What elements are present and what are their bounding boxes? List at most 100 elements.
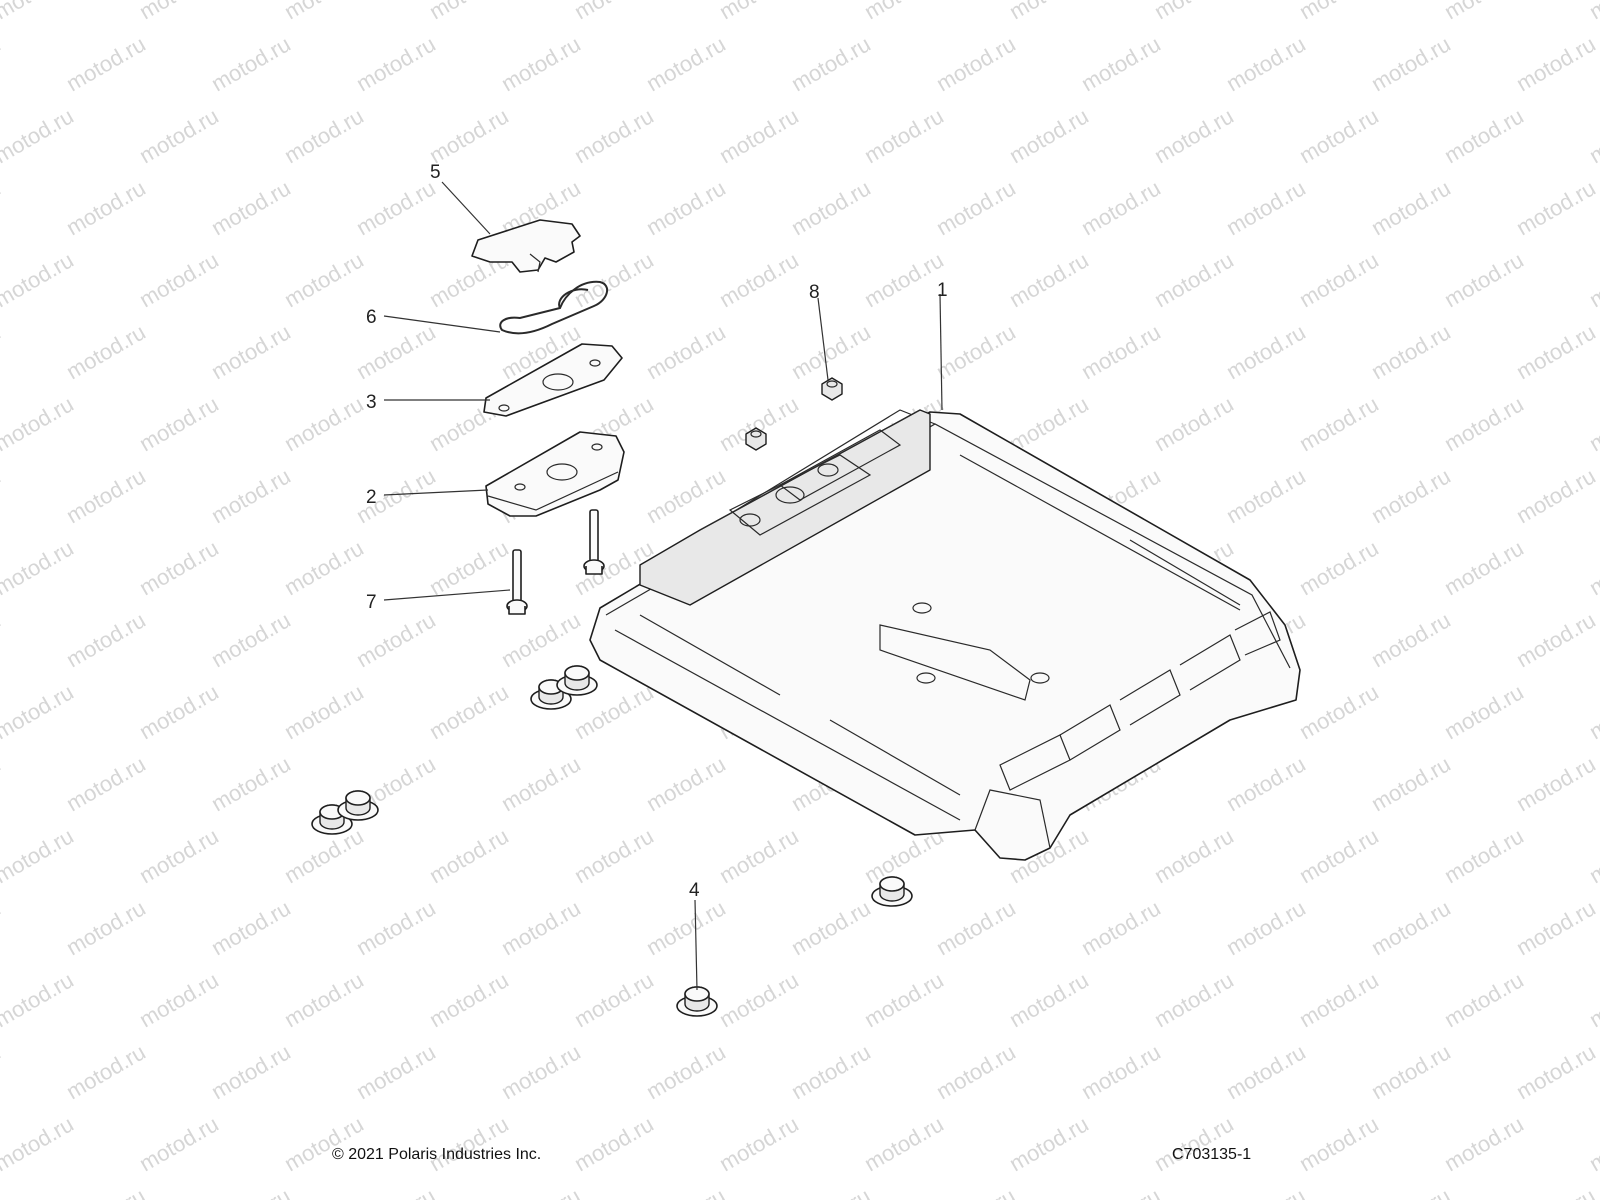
- watermark-text: motod.ru: [0, 895, 5, 960]
- callout-4: 4: [689, 880, 700, 901]
- watermark-text: motod.ru: [1440, 103, 1528, 168]
- watermark-text: motod.ru: [642, 1183, 730, 1200]
- watermark-text: motod.ru: [1222, 31, 1310, 96]
- watermark-text: motod.ru: [1295, 535, 1383, 600]
- watermark-text: motod.ru: [62, 1183, 150, 1200]
- watermark-text: motod.ru: [642, 319, 730, 384]
- watermark-text: motod.ru: [135, 823, 223, 888]
- watermark-text: motod.ru: [1440, 247, 1528, 312]
- watermark-text: motod.ru: [1295, 967, 1383, 1032]
- watermark-text: motod.ru: [207, 751, 295, 816]
- watermark-text: motod.ru: [787, 1183, 875, 1200]
- watermark-text: motod.ru: [787, 1039, 875, 1104]
- watermark-text: motod.ru: [860, 0, 948, 24]
- grommet: [871, 876, 913, 907]
- watermark-text: motod.ru: [497, 607, 585, 672]
- watermark-text: motod.ru: [1222, 895, 1310, 960]
- watermark-text: motod.ru: [135, 103, 223, 168]
- watermark-text: motod.ru: [425, 967, 513, 1032]
- watermark-text: motod.ru: [860, 1111, 948, 1176]
- watermark-text: motod.ru: [135, 1111, 223, 1176]
- watermark-text: motod.ru: [425, 1111, 513, 1176]
- watermark-text: motod.ru: [1295, 247, 1383, 312]
- callout-3: 3: [366, 392, 377, 413]
- watermark-text: motod.ru: [0, 319, 5, 384]
- watermark-text: motod.ru: [1005, 967, 1093, 1032]
- watermark-text: motod.ru: [642, 463, 730, 528]
- watermark-text: motod.ru: [715, 1111, 803, 1176]
- watermark-text: motod.ru: [352, 31, 440, 96]
- watermark-text: motod.ru: [1295, 103, 1383, 168]
- watermark-text: motod.ru: [1585, 823, 1600, 888]
- watermark-text: motod.ru: [352, 895, 440, 960]
- watermark-text: motod.ru: [352, 1183, 440, 1200]
- watermark-text: motod.ru: [135, 0, 223, 24]
- watermark-text: motod.ru: [0, 607, 5, 672]
- watermark-text: motod.ru: [787, 319, 875, 384]
- watermark-text: motod.ru: [352, 1039, 440, 1104]
- part-3-gasket: [483, 343, 623, 417]
- watermark-text: motod.ru: [570, 247, 658, 312]
- watermark-text: motod.ru: [1440, 535, 1528, 600]
- part-7-bolts: [506, 509, 605, 615]
- watermark-text: motod.ru: [642, 895, 730, 960]
- watermark-text: motod.ru: [1005, 0, 1093, 24]
- watermark-text: motod.ru: [0, 175, 5, 240]
- watermark-text: motod.ru: [280, 1111, 368, 1176]
- watermark-text: motod.ru: [570, 823, 658, 888]
- part-1-tray: [589, 409, 1301, 861]
- watermark-text: motod.ru: [570, 103, 658, 168]
- watermark-text: motod.ru: [570, 0, 658, 24]
- watermark-text: motod.ru: [497, 31, 585, 96]
- watermark-text: motod.ru: [715, 823, 803, 888]
- watermark-text: motod.ru: [1585, 679, 1600, 744]
- watermark-text: motod.ru: [280, 535, 368, 600]
- watermark-text: motod.ru: [425, 103, 513, 168]
- watermark-text: motod.ru: [1150, 103, 1238, 168]
- watermark-text: motod.ru: [1222, 463, 1310, 528]
- watermark-text: motod.ru: [207, 1183, 295, 1200]
- watermark-text: motod.ru: [1512, 319, 1600, 384]
- watermark-text: motod.ru: [207, 319, 295, 384]
- watermark-text: motod.ru: [425, 679, 513, 744]
- watermark-text: motod.ru: [135, 535, 223, 600]
- callout-8: 8: [809, 282, 820, 303]
- callout-7: 7: [366, 592, 377, 613]
- watermark-text: motod.ru: [207, 175, 295, 240]
- part-8-nuts: [745, 377, 843, 451]
- watermark-text: motod.ru: [1005, 247, 1093, 312]
- watermark-text: motod.ru: [1295, 391, 1383, 456]
- watermark-text: motod.ru: [497, 895, 585, 960]
- watermark-text: motod.ru: [0, 31, 5, 96]
- watermark-text: motod.ru: [642, 175, 730, 240]
- watermark-text: motod.ru: [715, 0, 803, 24]
- watermark-text: motod.ru: [135, 679, 223, 744]
- watermark-text: motod.ru: [207, 1039, 295, 1104]
- watermark-text: motod.ru: [1585, 967, 1600, 1032]
- watermark-text: motod.ru: [497, 751, 585, 816]
- watermark-text: motod.ru: [1295, 823, 1383, 888]
- watermark-text: motod.ru: [1512, 607, 1600, 672]
- drawing-number: C703135-1: [1172, 1146, 1252, 1163]
- watermark-text: motod.ru: [0, 0, 78, 24]
- watermark-text: motod.ru: [1585, 535, 1600, 600]
- watermark-text: motod.ru: [135, 247, 223, 312]
- watermark-text: motod.ru: [1222, 175, 1310, 240]
- watermark-text: motod.ru: [1295, 0, 1383, 24]
- leader-lines: [383, 181, 943, 991]
- watermark-text: motod.ru: [1367, 895, 1455, 960]
- watermark-text: motod.ru: [1585, 391, 1600, 456]
- watermark-text: motod.ru: [0, 535, 78, 600]
- grommet: [676, 986, 718, 1017]
- watermark-text: motod.ru: [352, 607, 440, 672]
- watermark-text: motod.ru: [1295, 1111, 1383, 1176]
- watermark-text: motod.ru: [1585, 1111, 1600, 1176]
- watermark-text: motod.ru: [932, 175, 1020, 240]
- watermark-text: motod.ru: [425, 823, 513, 888]
- watermark-text: motod.ru: [860, 247, 948, 312]
- watermark-text: motod.ru: [1512, 31, 1600, 96]
- watermark-text: motod.ru: [0, 967, 78, 1032]
- watermark-text: motod.ru: [932, 319, 1020, 384]
- watermark-text: motod.ru: [1367, 463, 1455, 528]
